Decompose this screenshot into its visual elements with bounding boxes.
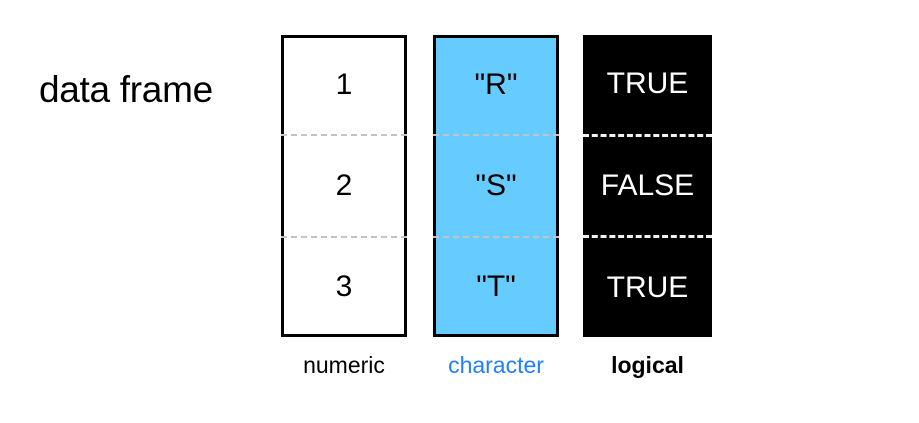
column-character-cells: "R" "S" "T" (433, 35, 559, 337)
table-cell: 1 (335, 67, 353, 101)
column-caption-character: character (448, 352, 544, 378)
table-cell: TRUE (583, 235, 712, 337)
table-cell: 3 (281, 235, 407, 337)
column-character: "R" "S" "T" (433, 35, 559, 337)
column-logical-cells: TRUE FALSE TRUE (583, 35, 712, 337)
table-cell: 2 (281, 134, 407, 235)
table-cell: "T" (433, 235, 559, 337)
table-cell: FALSE (583, 133, 712, 236)
table-cell: "S" (433, 134, 559, 235)
column-logical: TRUE FALSE TRUE (583, 35, 712, 337)
column-numeric: 1 2 3 (281, 35, 407, 337)
column-numeric-box (281, 35, 407, 337)
column-caption-logical: logical (611, 352, 684, 378)
column-caption-numeric: numeric (303, 352, 385, 378)
page-title: data frame (39, 69, 213, 110)
column-logical-box (583, 35, 712, 337)
table-cell: "R" (474, 67, 518, 101)
column-numeric-cells: 1 2 3 (281, 35, 407, 337)
table-cell: TRUE (606, 67, 689, 101)
column-character-box (433, 35, 559, 337)
